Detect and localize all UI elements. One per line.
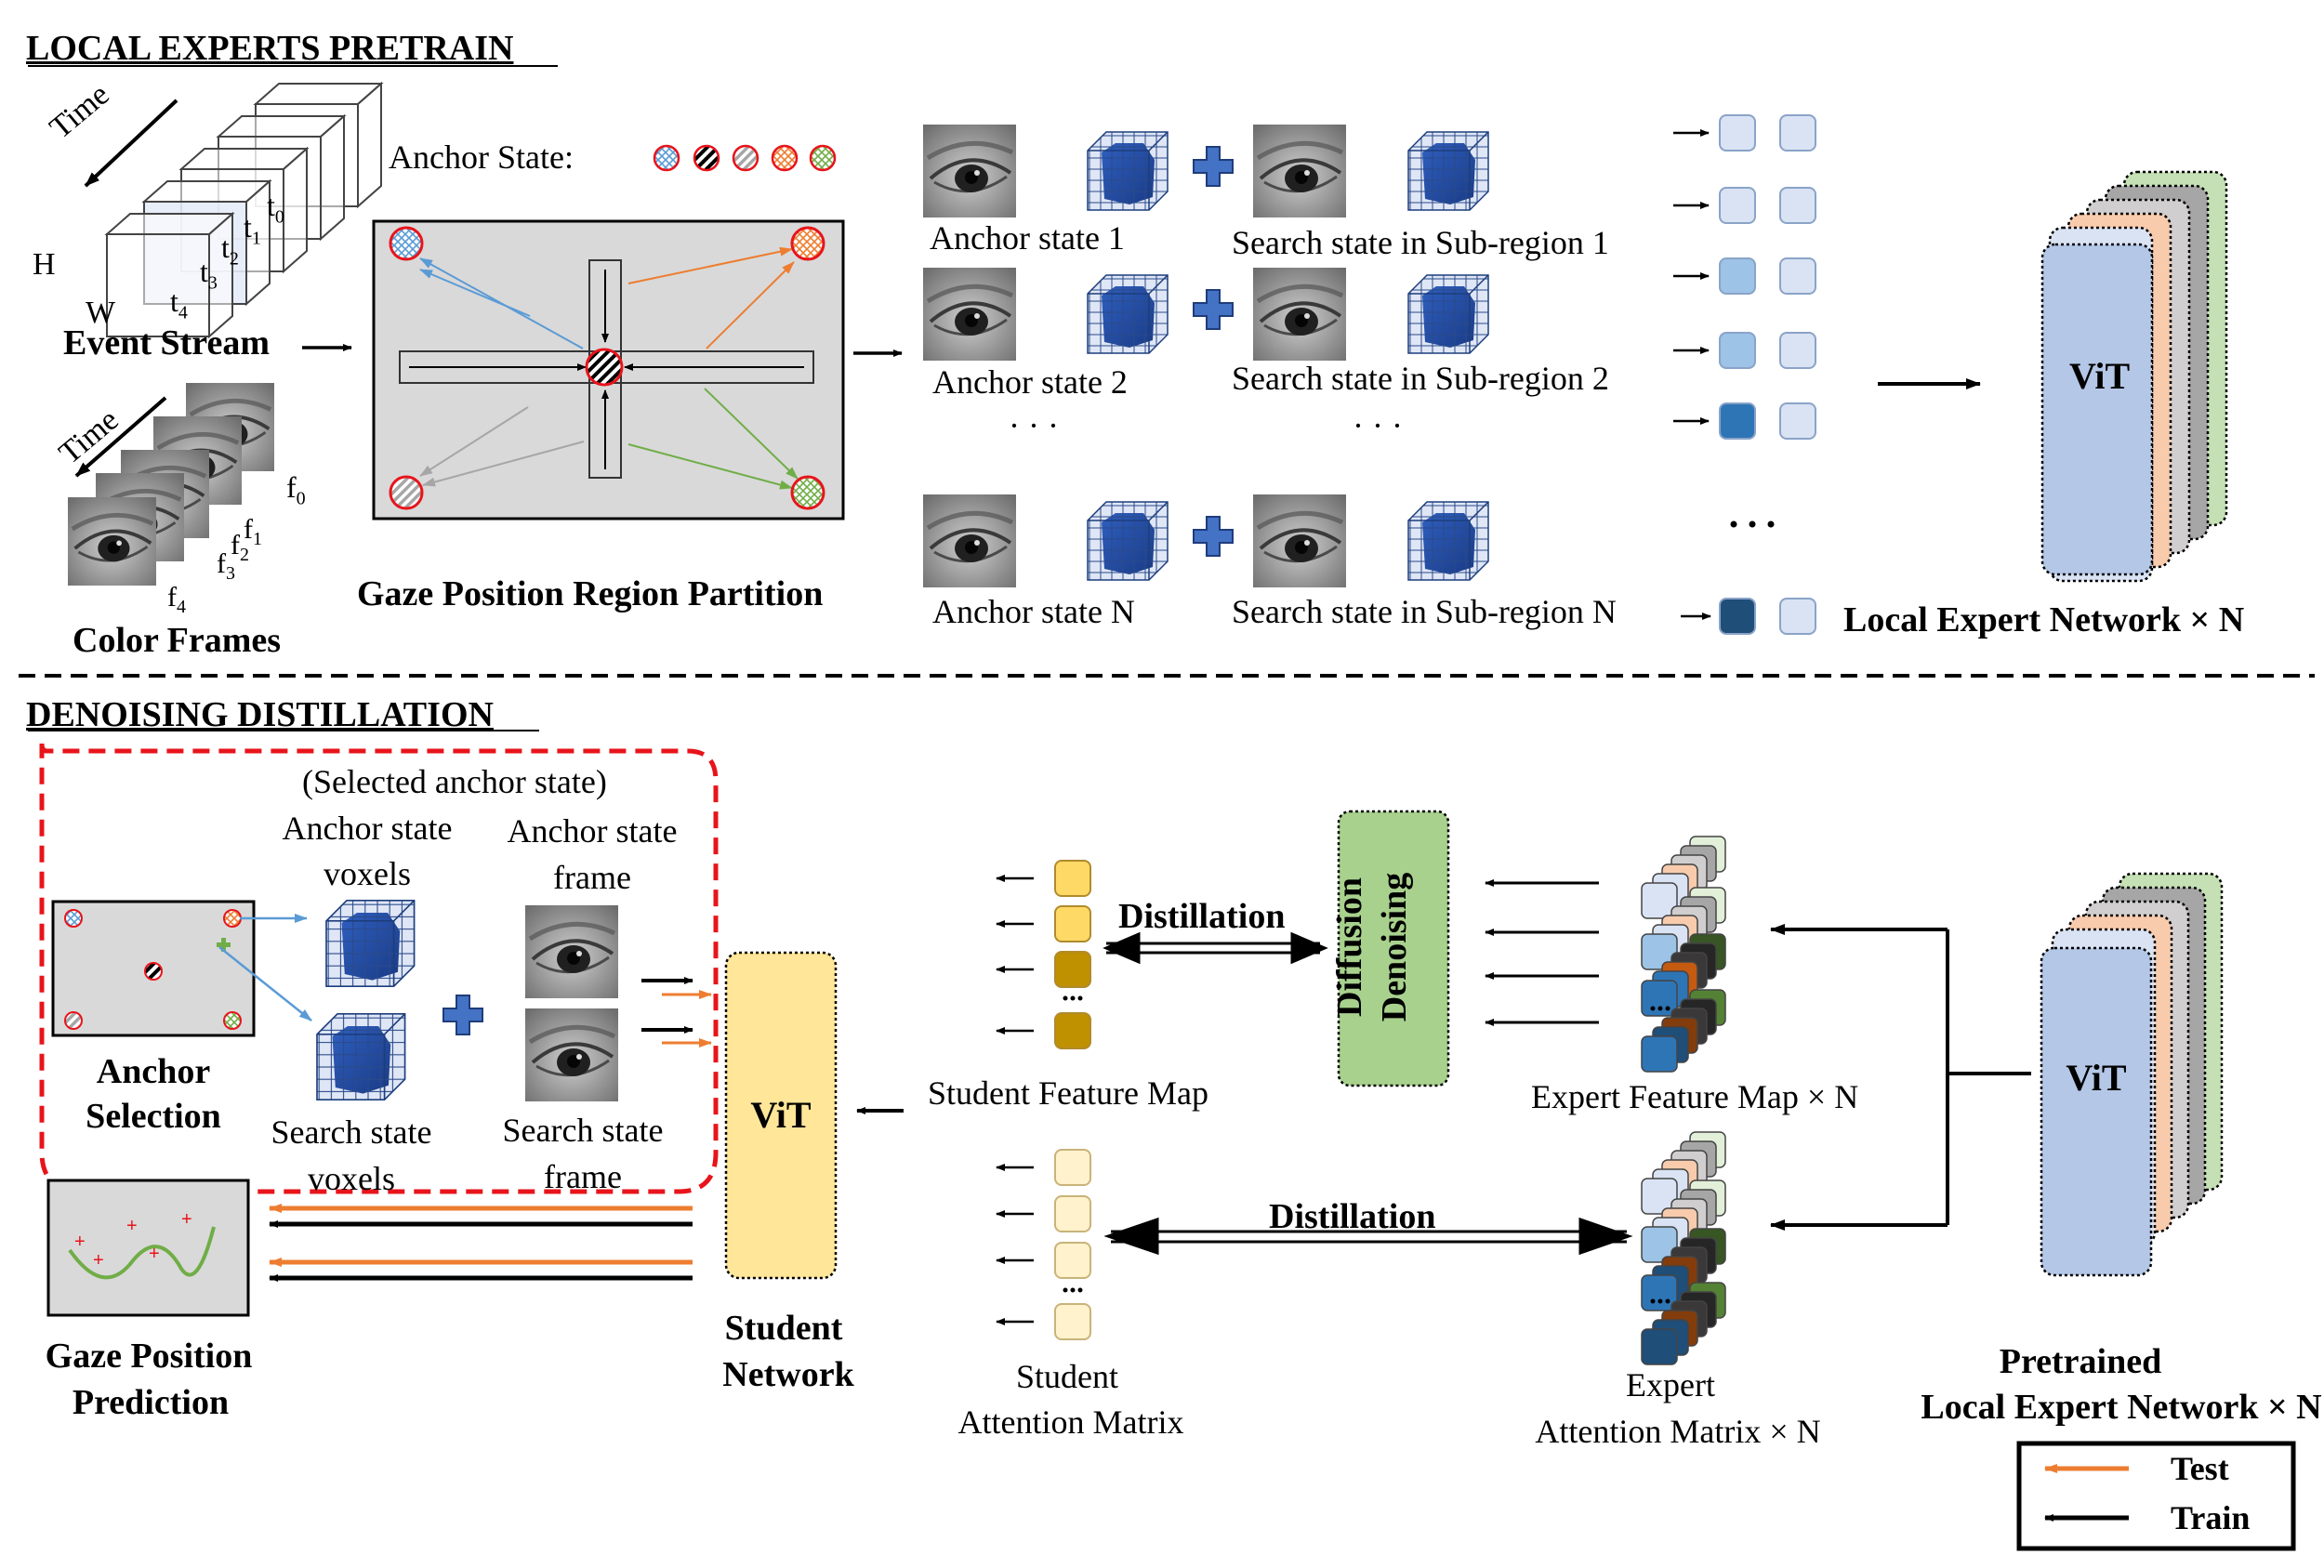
- expert-vit-stack-top: [2040, 170, 2228, 583]
- search-state-n-label: Search state in Sub-region N: [1232, 593, 1617, 630]
- vit-top-label: ViT: [2069, 355, 2131, 397]
- search-state-2-label: Search state in Sub-region 2: [1232, 360, 1609, 397]
- anchor-selection-label-1: Anchor: [96, 1052, 211, 1091]
- search-state-1-label: Search state in Sub-region 1: [1232, 224, 1609, 261]
- t3-label: t3: [200, 255, 218, 294]
- plus-icons: [442, 146, 1234, 1035]
- row-ellipsis-right: · · ·: [1353, 407, 1403, 444]
- f4-label: f4: [167, 582, 186, 617]
- time-arrow-frames: [74, 396, 167, 478]
- denoising-label: Denoising: [1375, 872, 1414, 1022]
- pretrained-vit-label: ViT: [2066, 1057, 2127, 1099]
- legend-box: [2016, 1441, 2296, 1551]
- diffusion-label: Diffusion: [1330, 877, 1369, 1017]
- expert-feature-stacks: [1641, 836, 1726, 1073]
- pretrained-label-2: Local Expert Network × N: [1921, 1388, 2322, 1427]
- student-feature-map-label: Student Feature Map: [928, 1074, 1208, 1112]
- anchor-state-2-label: Anchor state 2: [932, 363, 1128, 401]
- row-ellipsis-left: · · ·: [1009, 407, 1059, 444]
- anchor-voxels-label-1: Anchor state: [282, 810, 453, 847]
- selected-anchor-label: (Selected anchor state): [302, 763, 607, 800]
- search-voxels-label-2: voxels: [308, 1160, 395, 1197]
- t4-label: t4: [170, 284, 188, 323]
- svg-text:+: +: [93, 1250, 104, 1271]
- token-ellipsis-dots: [1730, 520, 1775, 528]
- legend-train-label: Train: [2171, 1499, 2251, 1536]
- anchor-state-n-label: Anchor state N: [932, 593, 1135, 630]
- svg-text:+: +: [126, 1216, 138, 1236]
- t0-label: t0: [267, 189, 284, 228]
- search-voxels-label-1: Search state: [271, 1113, 432, 1151]
- distillation-label-bottom: Distillation: [1269, 1197, 1436, 1236]
- anchor-state-1-label: Anchor state 1: [930, 219, 1125, 257]
- anchor-state-icons: [653, 144, 837, 172]
- t2-label: t2: [221, 231, 239, 270]
- anchor-frame-label-1: Anchor state: [507, 812, 678, 850]
- pretrain-section-title: LOCAL EXPERTS PRETRAIN: [26, 29, 514, 68]
- student-attention-tokens: [1054, 1149, 1091, 1340]
- distillation-arrow-top: [1103, 931, 1328, 965]
- gaze-prediction-label-1: Gaze Position: [45, 1337, 253, 1376]
- anchor-selection-label-2: Selection: [86, 1097, 221, 1136]
- student-feature-tokens: [1054, 860, 1091, 1049]
- svg-text:+: +: [74, 1232, 86, 1252]
- token-squares: [1719, 114, 1816, 635]
- anchor-voxels-label-2: voxels: [324, 855, 411, 892]
- gaze-trajectory-curve: [68, 1226, 216, 1280]
- t1-label: t1: [244, 210, 261, 249]
- color-frames-label: Color Frames: [73, 621, 282, 660]
- svg-text:+: +: [149, 1244, 160, 1264]
- pretrained-vit-stack: [2040, 872, 2224, 1277]
- anchor-state-legend-label: Anchor State:: [389, 138, 574, 176]
- event-stream-label: Event Stream: [63, 323, 270, 362]
- w-label: W: [86, 296, 116, 330]
- search-frame-label-1: Search state: [502, 1112, 664, 1149]
- expert-feature-map-label: Expert Feature Map × N: [1531, 1078, 1859, 1115]
- local-expert-network-label: Local Expert Network × N: [1843, 600, 2245, 639]
- expert-attention-label-1: Expert: [1626, 1366, 1715, 1403]
- svg-text:+: +: [181, 1209, 192, 1230]
- student-network-label-2: Network: [722, 1355, 854, 1394]
- student-attention-label-1: Student: [1015, 1358, 1119, 1395]
- distillation-label-top: Distillation: [1118, 897, 1286, 936]
- time-arrow-event: [84, 99, 178, 188]
- diffusion-denoising-box: [1337, 810, 1450, 1087]
- pretrained-label-1: Pretrained: [1999, 1342, 2162, 1381]
- h-label: H: [33, 247, 56, 282]
- legend-test-label: Test: [2171, 1450, 2229, 1487]
- gaze-prediction-label-2: Prediction: [72, 1383, 230, 1422]
- distill-section-title: DENOISING DISTILLATION: [26, 695, 494, 734]
- f1-label: f1: [244, 514, 262, 549]
- f3-label: f3: [217, 548, 235, 584]
- student-vit-label: ViT: [750, 1094, 812, 1136]
- student-network-label-1: Student: [724, 1309, 843, 1348]
- search-frame-label-2: frame: [544, 1158, 622, 1195]
- student-attention-label-2: Attention Matrix: [957, 1403, 1184, 1441]
- region-partition-label: Gaze Position Region Partition: [357, 574, 824, 613]
- event-stream-cubes: [104, 81, 384, 339]
- student-vit: [724, 951, 838, 1280]
- f0-label: f0: [286, 470, 306, 509]
- distillation-arrow-bottom: [1103, 1217, 1633, 1256]
- expert-attention-stacks: [1641, 1131, 1726, 1365]
- expert-attention-label-2: Attention Matrix × N: [1535, 1413, 1821, 1450]
- f2-label: f2: [231, 530, 249, 565]
- anchor-frame-label-2: frame: [553, 859, 631, 896]
